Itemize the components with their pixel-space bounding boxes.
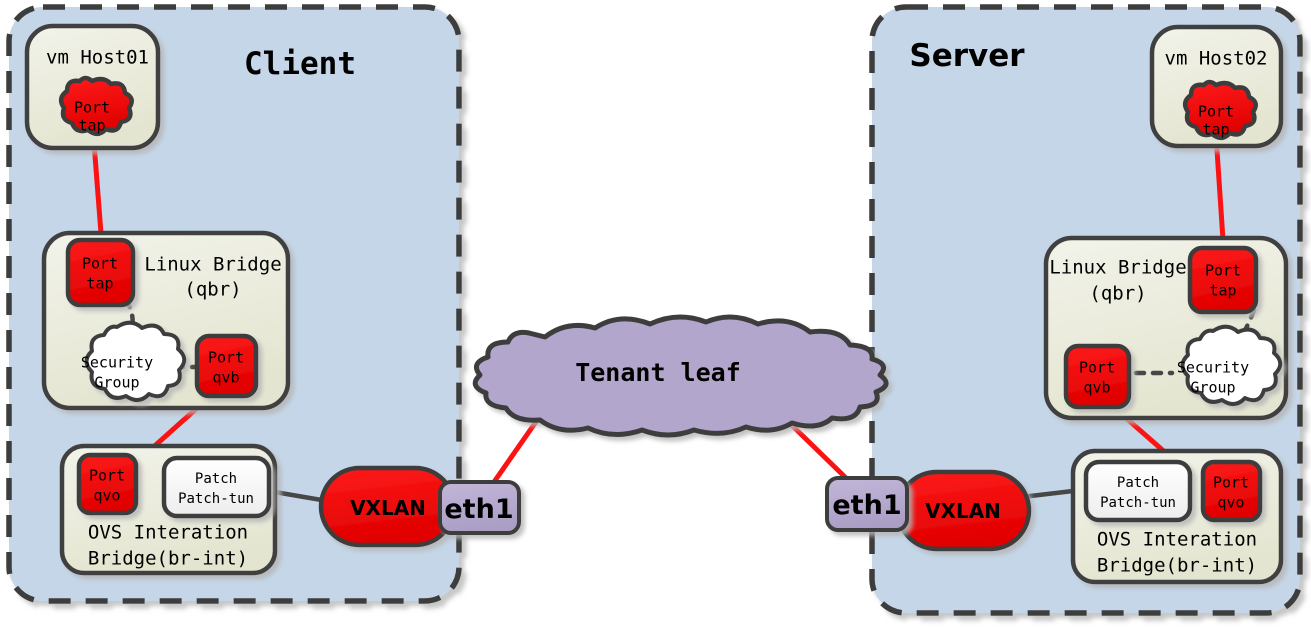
server-vm-port-tap-line2: tap [1202, 121, 1229, 139]
client-vxlan-label: VXLAN [350, 496, 426, 520]
client-ovs-bridge-label-1: OVS Interation [88, 522, 248, 544]
server-port-qvb-box[interactable] [1063, 343, 1132, 410]
server-vm-port-tap-blob[interactable] [1182, 79, 1258, 140]
server-port-qvo-box[interactable] [1200, 459, 1263, 523]
server-panel-title: Server [909, 38, 1025, 74]
client-vm-label: vm Host01 [46, 47, 149, 69]
server-eth1-label: eth1 [832, 490, 901, 521]
server-eth1-node[interactable]: eth1 [825, 476, 909, 532]
client-ovs-bridge[interactable]: OVS Interation Bridge(br-int) Port qvo P… [59, 443, 278, 576]
client-eth1-label: eth1 [444, 494, 513, 525]
client-port-qvb-line2: qvb [212, 369, 239, 387]
client-vm-host01[interactable]: vm Host01 Port tap [24, 23, 161, 151]
server-ovs-bridge-label-2: Bridge(br-int) [1097, 555, 1257, 577]
client-bridge-port-tap-box[interactable] [65, 237, 136, 308]
server-security-group-blob[interactable] [1180, 324, 1283, 406]
server-linux-bridge-label-1: Linux Bridge [1049, 257, 1186, 279]
client-port-qvo-box[interactable] [76, 452, 139, 516]
server-ovs-bridge-label-1: OVS Interation [1097, 529, 1257, 551]
client-eth1-node[interactable]: eth1 [438, 480, 521, 535]
tenant-leaf-cloud-shape [472, 314, 889, 438]
server-port-qvb-line2: qvb [1083, 379, 1110, 397]
server-security-group-line2: Group [1190, 379, 1235, 397]
server-vxlan-label: VXLAN [925, 499, 1001, 523]
client-port-qvb-box[interactable] [194, 333, 259, 399]
client-patch-line1: Patch [195, 471, 237, 487]
server-bridge-port-tap-box[interactable] [1187, 245, 1259, 315]
server-vxlan-node[interactable]: VXLAN [895, 469, 1032, 552]
server-port-qvb-line1: Port [1079, 359, 1115, 377]
client-eth1-box [438, 480, 521, 535]
client-ovs-bridge-label-2: Bridge(br-int) [88, 548, 248, 570]
server-eth1-box [825, 476, 909, 532]
tenant-leaf-label: Tenant leaf [575, 358, 741, 387]
server-patch-box[interactable] [1083, 459, 1193, 523]
server-linux-bridge-label-2: (qbr) [1089, 283, 1146, 305]
client-linux-bridge-label-1: Linux Bridge [144, 254, 281, 276]
client-security-group-line1: Security [81, 354, 153, 372]
server-port-qvo-line1: Port [1213, 474, 1249, 492]
client-patch-line2: Patch-tun [178, 491, 254, 507]
client-vm-port-tap-blob[interactable] [58, 75, 134, 136]
server-linux-bridge[interactable]: Linux Bridge (qbr) Port tap Security Gro… [1043, 235, 1289, 421]
client-vm-port-tap-line2: tap [78, 117, 105, 135]
server-port-qvo-line2: qvo [1217, 494, 1244, 512]
client-panel-title: Client [244, 46, 356, 82]
client-bridge-port-tap-line2: tap [86, 275, 113, 293]
client-security-group-line2: Group [94, 374, 139, 392]
client-vm-port-tap-line1: Port [74, 99, 110, 117]
server-patch-line2: Patch-tun [1100, 495, 1176, 511]
client-security-group-blob[interactable] [84, 320, 187, 402]
client-bridge-port-tap-line1: Port [82, 255, 118, 273]
client-vxlan-node[interactable]: VXLAN [318, 465, 457, 548]
server-vm-host02[interactable]: vm Host02 Port tap [1149, 24, 1284, 149]
server-vm-label: vm Host02 [1165, 48, 1268, 70]
server-bridge-port-tap-line1: Port [1205, 262, 1241, 280]
client-port-qvb-line1: Port [208, 349, 244, 367]
server-patch-line1: Patch [1117, 475, 1159, 491]
client-linux-bridge[interactable]: Linux Bridge (qbr) Port tap Security Gro… [41, 230, 291, 411]
server-security-group-line1: Security [1177, 359, 1249, 377]
client-linux-bridge-label-2: (qbr) [184, 279, 241, 301]
server-bridge-port-tap-line2: tap [1209, 282, 1236, 300]
server-vm-port-tap-line1: Port [1198, 103, 1234, 121]
tenant-leaf-cloud[interactable]: Tenant leaf [472, 314, 889, 438]
server-ovs-bridge[interactable]: OVS Interation Bridge(br-int) Patch Patc… [1070, 448, 1284, 585]
client-patch-box[interactable] [161, 455, 272, 519]
client-port-qvo-line2: qvo [93, 487, 120, 505]
client-port-qvo-line1: Port [89, 467, 125, 485]
